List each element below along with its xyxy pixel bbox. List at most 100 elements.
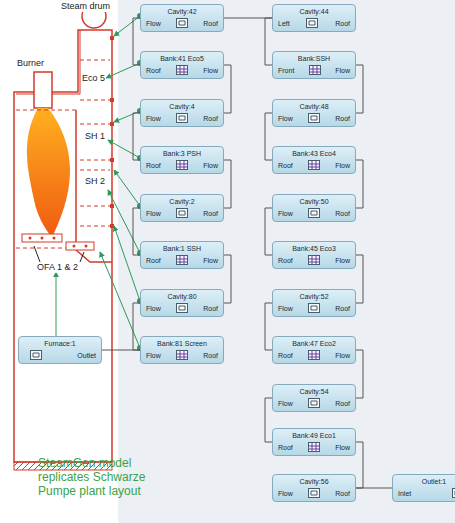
port-name: Flow: [203, 256, 218, 265]
part-label: Steam drum: [60, 1, 111, 12]
block-icon: [308, 160, 320, 170]
stream-connector: [356, 488, 392, 489]
block-icon: [308, 113, 320, 123]
block-title: Cavity:80: [146, 292, 218, 301]
part-label: Eco 5: [81, 73, 106, 84]
port-name: Flow: [335, 443, 350, 452]
block-title: Cavity:48: [278, 102, 350, 111]
block-title: Bank:1 SSH: [146, 244, 218, 253]
part-label: SH 2: [84, 176, 106, 187]
flowsheet-block: Cavity:44LeftRoof: [272, 4, 356, 32]
port-name: Flow: [278, 399, 293, 408]
flowsheet-block: Bank:41 Eco5Roof Flow: [140, 51, 224, 79]
port-name: Flow: [146, 351, 161, 360]
stream-connector: [224, 65, 231, 113]
port-name: Roof: [146, 66, 161, 75]
port-name: Roof: [146, 256, 161, 265]
stream-connector: [265, 18, 272, 65]
stream-connector: [224, 160, 231, 208]
block-icon: [308, 398, 320, 408]
block-icon: [176, 350, 188, 360]
port-name: Roof: [203, 19, 218, 28]
flowsheet-block: Cavity:4FlowRoof: [140, 99, 224, 127]
flowsheet-block: Cavity:56FlowRoof: [272, 474, 356, 502]
block-icon: [176, 65, 188, 75]
port-name: Roof: [278, 443, 293, 452]
stream-connector: [265, 398, 272, 442]
stream-connector: [224, 255, 231, 303]
port-name: Roof: [203, 209, 218, 218]
part-label: OFA 1 & 2: [36, 262, 79, 273]
block-icon: [176, 303, 188, 313]
stream-connector: [133, 303, 140, 350]
port-name: Flow: [146, 304, 161, 313]
port-name: Roof: [335, 304, 350, 313]
block-title: Cavity:50: [278, 197, 350, 206]
figure-caption: SteamGen model replicates Schwarze Pumpe…: [38, 456, 150, 498]
flowsheet-block: Bank:47 Eco2RoofFlow: [272, 336, 356, 364]
block-title: Outlet:1: [398, 477, 455, 486]
port-name: Roof: [335, 209, 350, 218]
block-title: Bank:SSH: [278, 54, 350, 63]
port-name: Flow: [278, 209, 293, 218]
port-name: Roof: [146, 161, 161, 170]
port-name: Left: [278, 19, 290, 28]
block-title: Bank:41 Eco5: [146, 54, 218, 63]
port-name: Flow: [335, 256, 350, 265]
port-name: Flow: [146, 114, 161, 123]
stream-connector: [356, 65, 363, 113]
block-title: Bank:81 Screen: [146, 339, 218, 348]
port-name: Outlet: [77, 351, 96, 360]
port-name: Roof: [278, 256, 293, 265]
stream-connector: [265, 303, 272, 350]
stream-connector: [133, 208, 140, 255]
flowsheet-block: Outlet:1Inlet: [392, 474, 455, 502]
port-name: Flow: [335, 161, 350, 170]
block-icon: [308, 442, 320, 452]
part-label: Burner: [16, 58, 45, 69]
flowsheet-block: Bank:43 Eco4RoofFlow: [272, 146, 356, 174]
block-title: Cavity:54: [278, 387, 350, 396]
block-icon: [176, 18, 188, 28]
block-icon: [176, 160, 188, 170]
block-title: Cavity:52: [278, 292, 350, 301]
block-icon: [308, 350, 320, 360]
block-title: Bank:3 PSH: [146, 149, 218, 158]
block-icon: [176, 255, 188, 265]
block-icon: [30, 350, 42, 360]
block-title: Cavity:2: [146, 197, 218, 206]
block-icon: [452, 488, 455, 498]
block-icon: [308, 488, 320, 498]
stream-connector: [265, 208, 272, 255]
port-name: Roof: [203, 114, 218, 123]
block-icon: [306, 18, 318, 28]
port-name: Roof: [278, 161, 293, 170]
port-name: Flow: [146, 209, 161, 218]
block-icon: [308, 208, 320, 218]
port-name: Flow: [146, 19, 161, 28]
part-label: SH 1: [84, 131, 106, 142]
block-icon: [176, 208, 188, 218]
port-name: Flow: [203, 66, 218, 75]
port-name: Roof: [203, 351, 218, 360]
port-name: Front: [278, 66, 294, 75]
flowsheet-block: Bank:SSH Front Flow: [272, 51, 356, 79]
flowsheet-block: Cavity:48FlowRoof: [272, 99, 356, 127]
flowsheet-block: Bank:1 SSH Roof Flow: [140, 241, 224, 269]
flowsheet-block: Bank:49 Eco1RoofFlow: [272, 428, 356, 456]
port-name: Roof: [203, 304, 218, 313]
flowsheet-block: Cavity:2Flow Roof: [140, 194, 224, 222]
stream-connector: [133, 18, 140, 65]
flowsheet-block: Cavity:80Flow Roof: [140, 289, 224, 317]
port-name: Flow: [278, 304, 293, 313]
flowsheet-block: Cavity:50Flow Roof: [272, 194, 356, 222]
flowsheet-block: Cavity:54FlowRoof: [272, 384, 356, 412]
port-name: Roof: [335, 114, 350, 123]
flowsheet-block: Bank:3 PSHRoofFlow: [140, 146, 224, 174]
flowsheet-block: Bank:45 Eco3RoofFlow: [272, 241, 356, 269]
port-name: Flow: [335, 66, 350, 75]
flowsheet-block: Cavity:42Flow Roof: [140, 4, 224, 32]
block-title: Cavity:42: [146, 7, 218, 16]
block-icon: [309, 65, 321, 75]
stream-connector: [356, 350, 363, 398]
